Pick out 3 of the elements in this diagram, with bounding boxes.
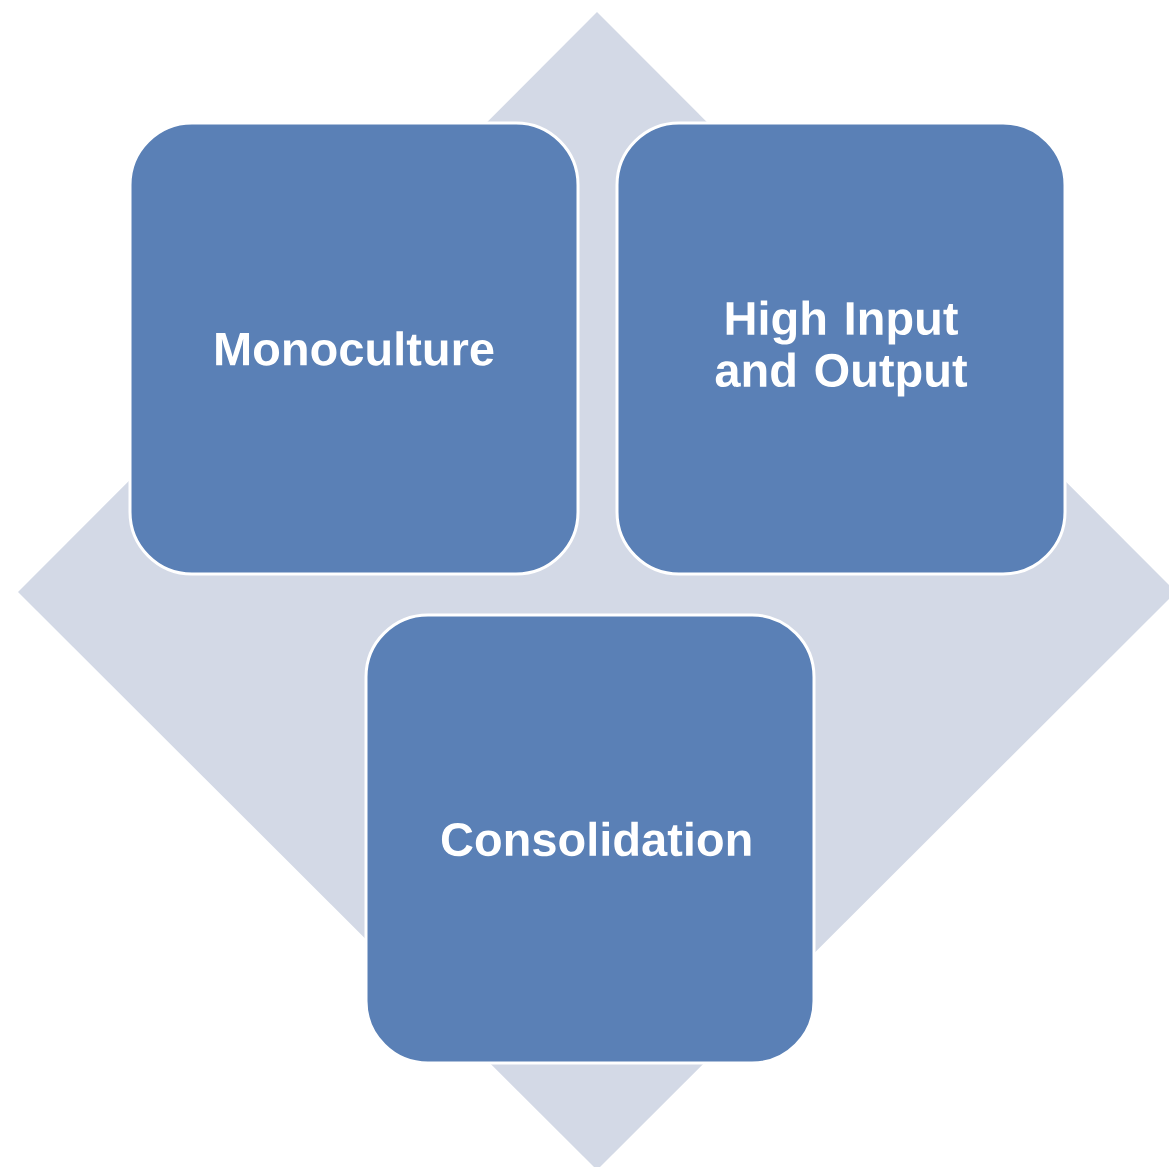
process-box: High Input and Output [615, 121, 1067, 576]
process-box: Monoculture [128, 121, 580, 576]
process-box: Consolidation [364, 613, 816, 1065]
